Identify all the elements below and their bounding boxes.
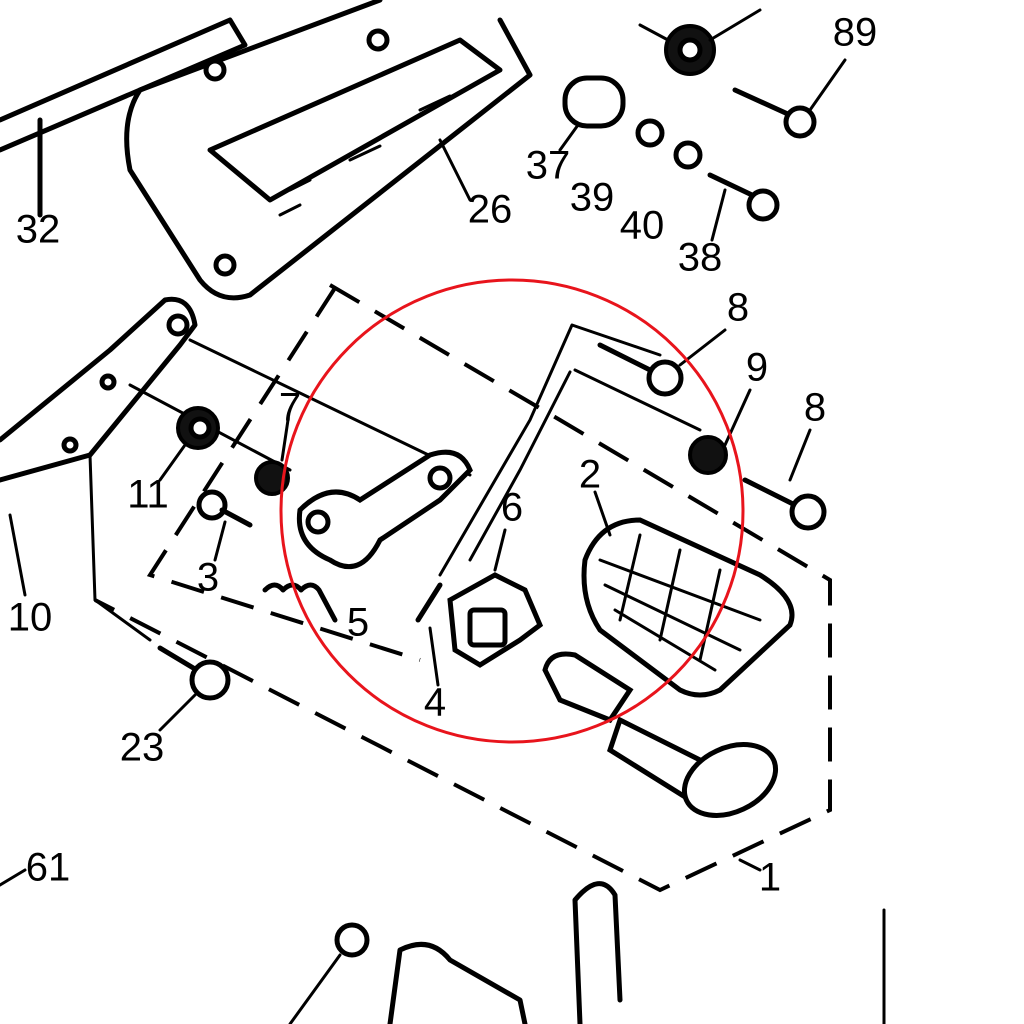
bolt-89 [732, 58, 847, 139]
frame-bracket-32 [0, 17, 248, 218]
bolt-38 [707, 172, 780, 242]
label-6: 6 [501, 486, 523, 530]
bracket-26 [124, 0, 533, 301]
nut-88 [638, 8, 762, 76]
pin-4 [415, 582, 443, 687]
label-23: 23 [120, 726, 165, 770]
label-37: 37 [526, 144, 571, 188]
collar-11 [158, 406, 220, 482]
label-4: 4 [424, 681, 446, 725]
bracket-10 [0, 296, 198, 642]
label-40: 40 [620, 204, 665, 248]
label-89: 89 [833, 11, 878, 55]
label-32: 32 [16, 208, 61, 252]
label-8-upper: 8 [727, 286, 749, 330]
bolt-8-lower [742, 428, 827, 531]
label-10: 10 [8, 596, 53, 640]
label-5: 5 [347, 601, 369, 645]
label-3: 3 [197, 556, 219, 600]
label-61: 61 [26, 846, 71, 890]
label-2: 2 [579, 453, 601, 497]
label-11: 11 [127, 473, 169, 517]
footrest-arm [296, 449, 473, 570]
label-1: 1 [759, 856, 781, 900]
bolt-23 [157, 645, 231, 732]
footpeg-pin [542, 651, 779, 818]
lower-bracket [288, 881, 886, 1024]
label-39: 39 [570, 176, 615, 220]
washer-39 [635, 118, 665, 148]
label-26: 26 [468, 188, 513, 232]
collar-9 [688, 388, 752, 475]
callout-labels: 89 37 39 40 38 26 32 8 9 8 2 6 7 11 3 5 … [8, 11, 878, 900]
bracket-outline [146, 286, 421, 662]
label-8-lower: 8 [804, 386, 826, 430]
pin-3 [196, 489, 253, 562]
plate-6 [447, 528, 544, 668]
label-9: 9 [746, 346, 768, 390]
subassembly-outline [94, 283, 832, 893]
washer-40 [673, 140, 703, 170]
footpeg-rubber-2 [581, 490, 795, 698]
bolt-8-upper [597, 328, 727, 397]
collar-7 [254, 418, 290, 496]
label-38: 38 [678, 236, 723, 280]
highlight-circle [279, 278, 745, 744]
collar-37 [558, 75, 626, 152]
label-7: 7 [279, 386, 301, 430]
